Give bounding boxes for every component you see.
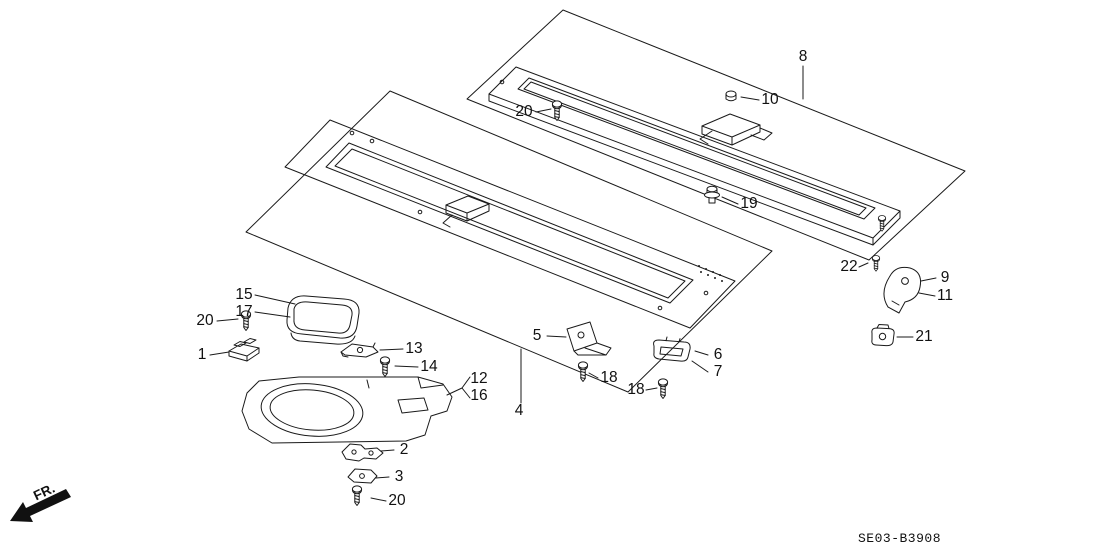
leader-lines <box>209 65 937 502</box>
part-8-rear-shelf <box>488 66 901 246</box>
fr-direction-indicator: FR. <box>10 481 71 522</box>
callout-4: 4 <box>515 402 524 419</box>
callout-15: 15 <box>235 286 252 303</box>
callout-3: 3 <box>395 468 404 485</box>
callout-12: 12 <box>470 370 487 387</box>
callout-13: 13 <box>405 340 422 357</box>
callout-2: 2 <box>400 441 409 458</box>
boundary-box-lower <box>245 90 773 393</box>
part-6-7-clip <box>653 336 691 362</box>
part-18-screw-right <box>657 378 669 399</box>
callout-9: 9 <box>941 269 950 286</box>
callout-22: 22 <box>840 258 857 275</box>
callout-5: 5 <box>533 327 542 344</box>
callout-11: 11 <box>937 287 953 304</box>
callout-10: 10 <box>761 91 779 108</box>
part-22-screw <box>871 255 881 272</box>
part-5-bracket <box>566 321 612 356</box>
callout-17: 17 <box>235 303 252 320</box>
part-10-clip <box>725 90 737 102</box>
part-15-17-cover <box>286 295 360 345</box>
boundary-box-upper <box>466 9 966 261</box>
callout-16: 16 <box>470 387 487 404</box>
callout-1: 1 <box>198 346 207 363</box>
part-9-11-bracket <box>883 266 921 314</box>
callout-20-bottom: 20 <box>388 492 406 509</box>
part-2-clip <box>341 443 384 462</box>
callout-7: 7 <box>714 363 723 380</box>
part-3-clip <box>347 468 378 484</box>
callout-8: 8 <box>799 48 808 65</box>
part-20-screw-bottom <box>351 485 363 506</box>
part-4-shelf-panel <box>284 119 736 329</box>
part-19-clip <box>704 185 720 204</box>
callout-19: 19 <box>740 195 757 212</box>
part-14-screw <box>379 356 391 377</box>
part-20-screw-top <box>551 100 563 121</box>
callout-21: 21 <box>915 328 932 345</box>
part-1-bracket <box>228 338 260 362</box>
fr-arrow-icon <box>10 489 71 522</box>
shelf-mount-screw <box>877 215 887 232</box>
callout-18-left: 18 <box>600 369 617 386</box>
callout-18-right: 18 <box>627 381 644 398</box>
diagram-code: SE03-B3908 <box>858 531 941 546</box>
part-12-16-speaker-shelf <box>241 376 453 444</box>
callout-20-left: 20 <box>196 312 214 329</box>
callout-14: 14 <box>420 358 438 375</box>
vent-holes <box>698 265 723 282</box>
part-21-clip <box>871 324 895 347</box>
callout-20-top: 20 <box>515 103 533 120</box>
callout-6: 6 <box>714 346 723 363</box>
part-13-clip <box>340 342 379 358</box>
